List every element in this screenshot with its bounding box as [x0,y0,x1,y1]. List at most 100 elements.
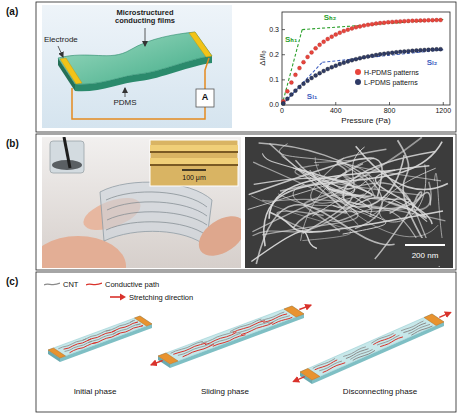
data-point [350,26,354,30]
electrode [60,58,82,84]
data-point [350,58,354,62]
data-point [289,93,293,97]
data-point [402,19,406,23]
data-point [366,54,370,58]
leader-line [125,88,126,97]
data-point [431,48,435,52]
conductive-path [141,325,143,327]
axis-title: Pressure (Pa) [341,117,390,126]
cnt-line [136,324,140,326]
stretch-arrow [293,377,305,382]
wire [205,58,209,89]
stretch-illustration [48,305,451,384]
tick-label: 0 [280,107,284,115]
device-photo [42,137,241,268]
data-point [322,69,326,73]
conductive-path [88,330,116,340]
nanotube [343,151,435,207]
callout-label: Microstructured conducting films [97,9,193,26]
data-point [285,97,289,101]
conductive-path [213,335,246,347]
data-point [326,37,330,41]
data-point [302,82,306,86]
data-point [334,64,338,68]
cnt-line [230,319,261,332]
nanotube [281,156,358,225]
data-point [378,52,382,56]
stretch-arrow [151,360,163,364]
data-point [358,24,362,28]
data-point [390,20,394,24]
cnt-line [178,344,210,356]
conductive-path [112,322,138,332]
data-point [374,53,378,57]
data-point [386,51,390,55]
cnt-line [113,324,141,334]
callout-label: PDMS [113,99,136,108]
slope-label: Sₕ₂ [324,14,337,23]
stripe [150,164,238,166]
tick-label: 0.0 [269,101,279,109]
data-point [306,55,310,59]
data-point [322,40,326,44]
nanotube [269,170,395,218]
film-surface [300,314,444,380]
data-point [306,79,310,83]
data-point [362,24,366,28]
cnt-line [268,316,290,324]
device-illustration [42,5,232,128]
flexible-film [100,182,212,246]
conductive-path [205,332,237,345]
tick-label: 0.3 [269,26,279,34]
rod [64,137,70,168]
electrode [48,348,66,358]
conductive-path [241,322,273,334]
legend-swatch [355,79,361,85]
stripe [150,145,238,151]
cnt-line [58,339,86,349]
nanotube [297,169,372,196]
tick-label: 0.1 [269,76,279,84]
data-point [439,18,443,22]
data-point [394,50,398,54]
data-point [422,18,426,22]
data-point [426,48,430,52]
legend-text: L-PDMS patterns [364,79,418,86]
stripe [150,158,238,164]
stretch-arrow [439,312,451,317]
leader-line [58,46,63,57]
data-point [354,25,358,29]
data-point [354,57,358,61]
data-point [435,18,439,22]
micrograph-inset [150,140,238,186]
panel-label-box: (a) [2,2,32,22]
legend-swatch [355,69,361,75]
data-point [382,52,386,56]
data-point [326,67,330,71]
data-point [338,62,342,66]
stretch-arrow [299,305,311,309]
nanotube [251,232,317,262]
cnt-line [343,347,366,357]
data-point [370,54,374,58]
legend-sample [44,280,60,288]
legend-sample [86,280,102,288]
data-point [330,35,334,39]
data-point [310,50,314,54]
data-point [374,22,378,26]
data-point [281,101,285,105]
legend-arrow [110,296,121,298]
cnt-line [130,320,135,322]
electrode [158,353,178,364]
data-point [289,81,293,85]
conductive-path [117,326,143,335]
cnt-line [209,333,240,346]
tick [335,102,336,105]
panel-label: (c) [6,276,18,287]
conductive-path [272,317,292,324]
data-point [334,33,338,37]
data-point [398,50,402,54]
label-patch [398,238,452,266]
data-point [410,49,414,53]
